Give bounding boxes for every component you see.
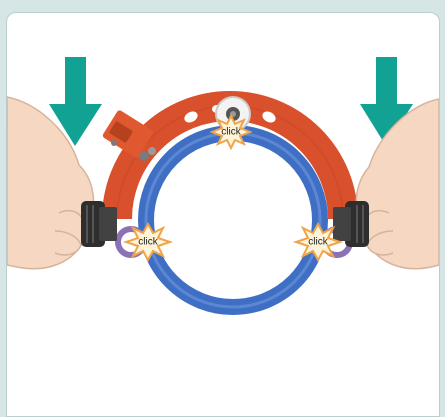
illustration-panel: click click click (6, 12, 440, 417)
starburst-icon-left (122, 221, 174, 263)
click-callout-top: click (221, 126, 241, 138)
starburst-icon-top (209, 113, 253, 151)
clamp-block (102, 110, 156, 161)
click-callout-right: click (308, 236, 328, 248)
left-hand (7, 96, 95, 270)
left-knob (81, 201, 117, 247)
ring-assembly-illustration (7, 57, 439, 315)
right-knob (333, 201, 369, 247)
blue-inner-ring (138, 125, 328, 315)
down-arrow-icon-left (49, 57, 102, 146)
click-callout-left: click (138, 236, 158, 248)
starburst-icon-right (292, 221, 344, 263)
